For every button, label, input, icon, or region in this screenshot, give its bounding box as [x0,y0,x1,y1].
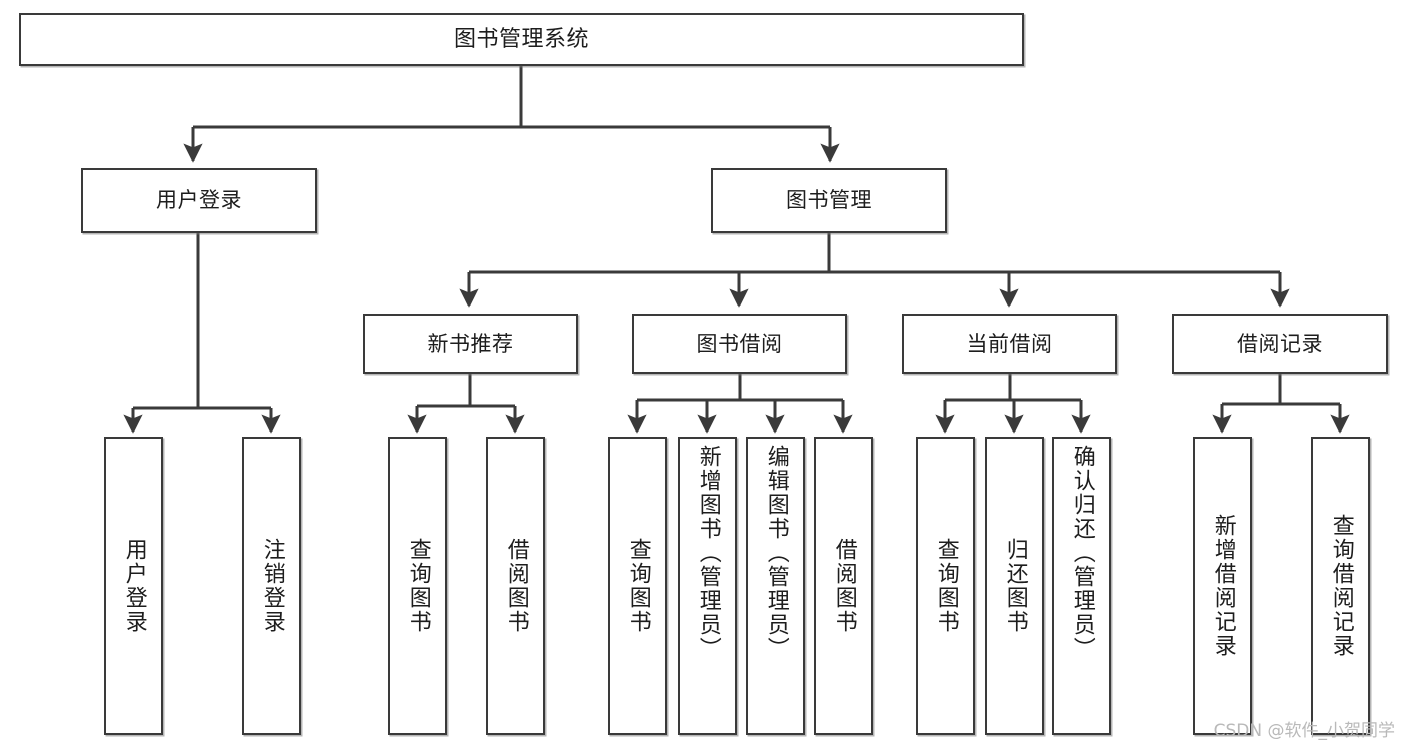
node-borrow-record[interactable]: 借阅记录 [1172,314,1388,374]
node-label: 查询借阅记录 [1328,514,1354,658]
node-leaf-query-borrow-record[interactable]: 查询借阅记录 [1311,437,1370,735]
node-label: 借阅图书 [503,538,529,634]
node-leaf-query-book-current[interactable]: 查询图书 [916,437,975,735]
node-label: 图书管理系统 [453,26,589,52]
node-label: 编辑图书（管理员） [763,445,789,661]
node-leaf-add-borrow-record[interactable]: 新增借阅记录 [1193,437,1252,735]
node-leaf-confirm-return[interactable]: 确认归还（管理员） [1052,437,1111,735]
node-leaf-query-book-borrow[interactable]: 查询图书 [608,437,667,735]
node-leaf-add-book[interactable]: 新增图书（管理员） [678,437,737,735]
node-root-book-management-system[interactable]: 图书管理系统 [19,13,1024,66]
node-label: 借阅记录 [1237,331,1323,356]
node-label: 查询图书 [405,538,431,634]
node-label: 确认归还（管理员） [1069,445,1095,661]
node-leaf-query-book-recommend[interactable]: 查询图书 [388,437,447,735]
node-leaf-user-login[interactable]: 用户登录 [104,437,163,735]
node-label: 查询图书 [933,538,959,634]
node-label: 用户登录 [121,538,147,634]
node-label: 新增借阅记录 [1210,514,1236,658]
node-label: 图书借阅 [696,331,783,356]
node-leaf-return-book[interactable]: 归还图书 [985,437,1044,735]
node-label: 新书推荐 [427,331,514,356]
node-leaf-borrow-book-recommend[interactable]: 借阅图书 [486,437,545,735]
watermark-text: CSDN @软件_小贺同学 [1213,721,1395,741]
node-label: 当前借阅 [966,331,1053,356]
node-current-borrow[interactable]: 当前借阅 [902,314,1117,374]
node-label: 归还图书 [1002,538,1028,634]
node-leaf-logout-login[interactable]: 注销登录 [242,437,301,735]
node-new-book-recommend[interactable]: 新书推荐 [363,314,578,374]
node-book-borrow[interactable]: 图书借阅 [632,314,847,374]
node-user-login[interactable]: 用户登录 [81,168,317,233]
node-label: 图书管理 [786,188,872,213]
node-label: 新增图书（管理员） [695,445,721,661]
node-label: 查询图书 [625,538,651,634]
node-leaf-edit-book[interactable]: 编辑图书（管理员） [746,437,805,735]
node-label: 注销登录 [259,538,285,634]
node-label: 借阅图书 [831,538,857,634]
node-book-management[interactable]: 图书管理 [711,168,947,233]
node-label: 用户登录 [156,188,242,213]
node-leaf-borrow-book[interactable]: 借阅图书 [814,437,873,735]
